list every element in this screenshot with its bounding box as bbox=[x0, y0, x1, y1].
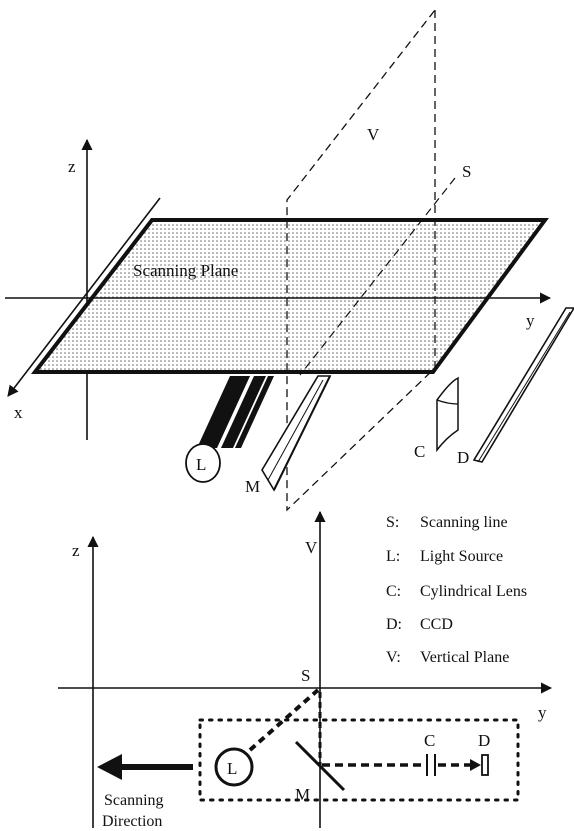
mirror-2d-label: M bbox=[295, 785, 310, 804]
vertical-plane bbox=[286, 8, 436, 512]
legend-key-s: S: bbox=[386, 514, 399, 531]
ccd-2d-label: D bbox=[478, 731, 490, 750]
cylindrical-lens bbox=[436, 376, 459, 453]
mirror-label: M bbox=[245, 477, 260, 496]
scanning-line bbox=[299, 177, 456, 376]
mirror-strip bbox=[261, 375, 332, 492]
legend-key-c: C: bbox=[386, 583, 401, 600]
legend-key-d: D: bbox=[386, 616, 402, 633]
top-diagram: z x Scanning Plane y V S L M bbox=[5, 8, 574, 512]
v-axis-2d-label: V bbox=[305, 538, 318, 557]
light-source-cylinder bbox=[185, 376, 274, 483]
lens-2d-label: C bbox=[424, 731, 435, 750]
legend-text-l: Light Source bbox=[420, 548, 503, 565]
scanning-direction-line1: Scanning bbox=[104, 792, 164, 809]
vertical-plane-label: V bbox=[367, 125, 380, 144]
lens-2d bbox=[426, 754, 436, 776]
legend: S: Scanning line L: Light Source C: Cyli… bbox=[386, 514, 527, 666]
light-source-2d bbox=[214, 747, 254, 787]
scanning-line-label: S bbox=[462, 162, 471, 181]
light-source-2d-label: L bbox=[227, 759, 237, 778]
legend-text-s: Scanning line bbox=[420, 514, 508, 531]
y-axis-2d-label: y bbox=[538, 703, 547, 722]
x-axis-label: x bbox=[14, 403, 23, 422]
legend-text-c: Cylindrical Lens bbox=[420, 583, 527, 600]
ccd-2d bbox=[481, 754, 489, 776]
y-axis-label: y bbox=[526, 311, 535, 330]
scanning-direction-line2: Direction bbox=[102, 813, 162, 830]
lens-label: C bbox=[414, 442, 425, 461]
bottom-diagram: z V y S M C D L bbox=[58, 510, 553, 830]
legend-key-l: L: bbox=[386, 548, 400, 565]
scanning-point-label: S bbox=[301, 666, 310, 685]
light-path-to-s bbox=[248, 688, 320, 752]
scanning-plane-label: Scanning Plane bbox=[133, 261, 238, 280]
ccd-strip bbox=[472, 307, 574, 463]
scanning-direction-arrowhead bbox=[97, 754, 122, 780]
path-arrowhead bbox=[470, 759, 481, 771]
legend-key-v: V: bbox=[386, 649, 401, 666]
legend-text-v: Vertical Plane bbox=[420, 649, 509, 666]
x-axis bbox=[7, 197, 161, 397]
z-axis-2d-label: z bbox=[72, 541, 80, 560]
ccd-label: D bbox=[457, 448, 469, 467]
legend-text-d: CCD bbox=[420, 616, 453, 633]
z-axis-label: z bbox=[68, 157, 76, 176]
light-source-label: L bbox=[196, 455, 206, 474]
mirror-2d bbox=[294, 740, 346, 792]
scanning-plane bbox=[30, 218, 549, 374]
